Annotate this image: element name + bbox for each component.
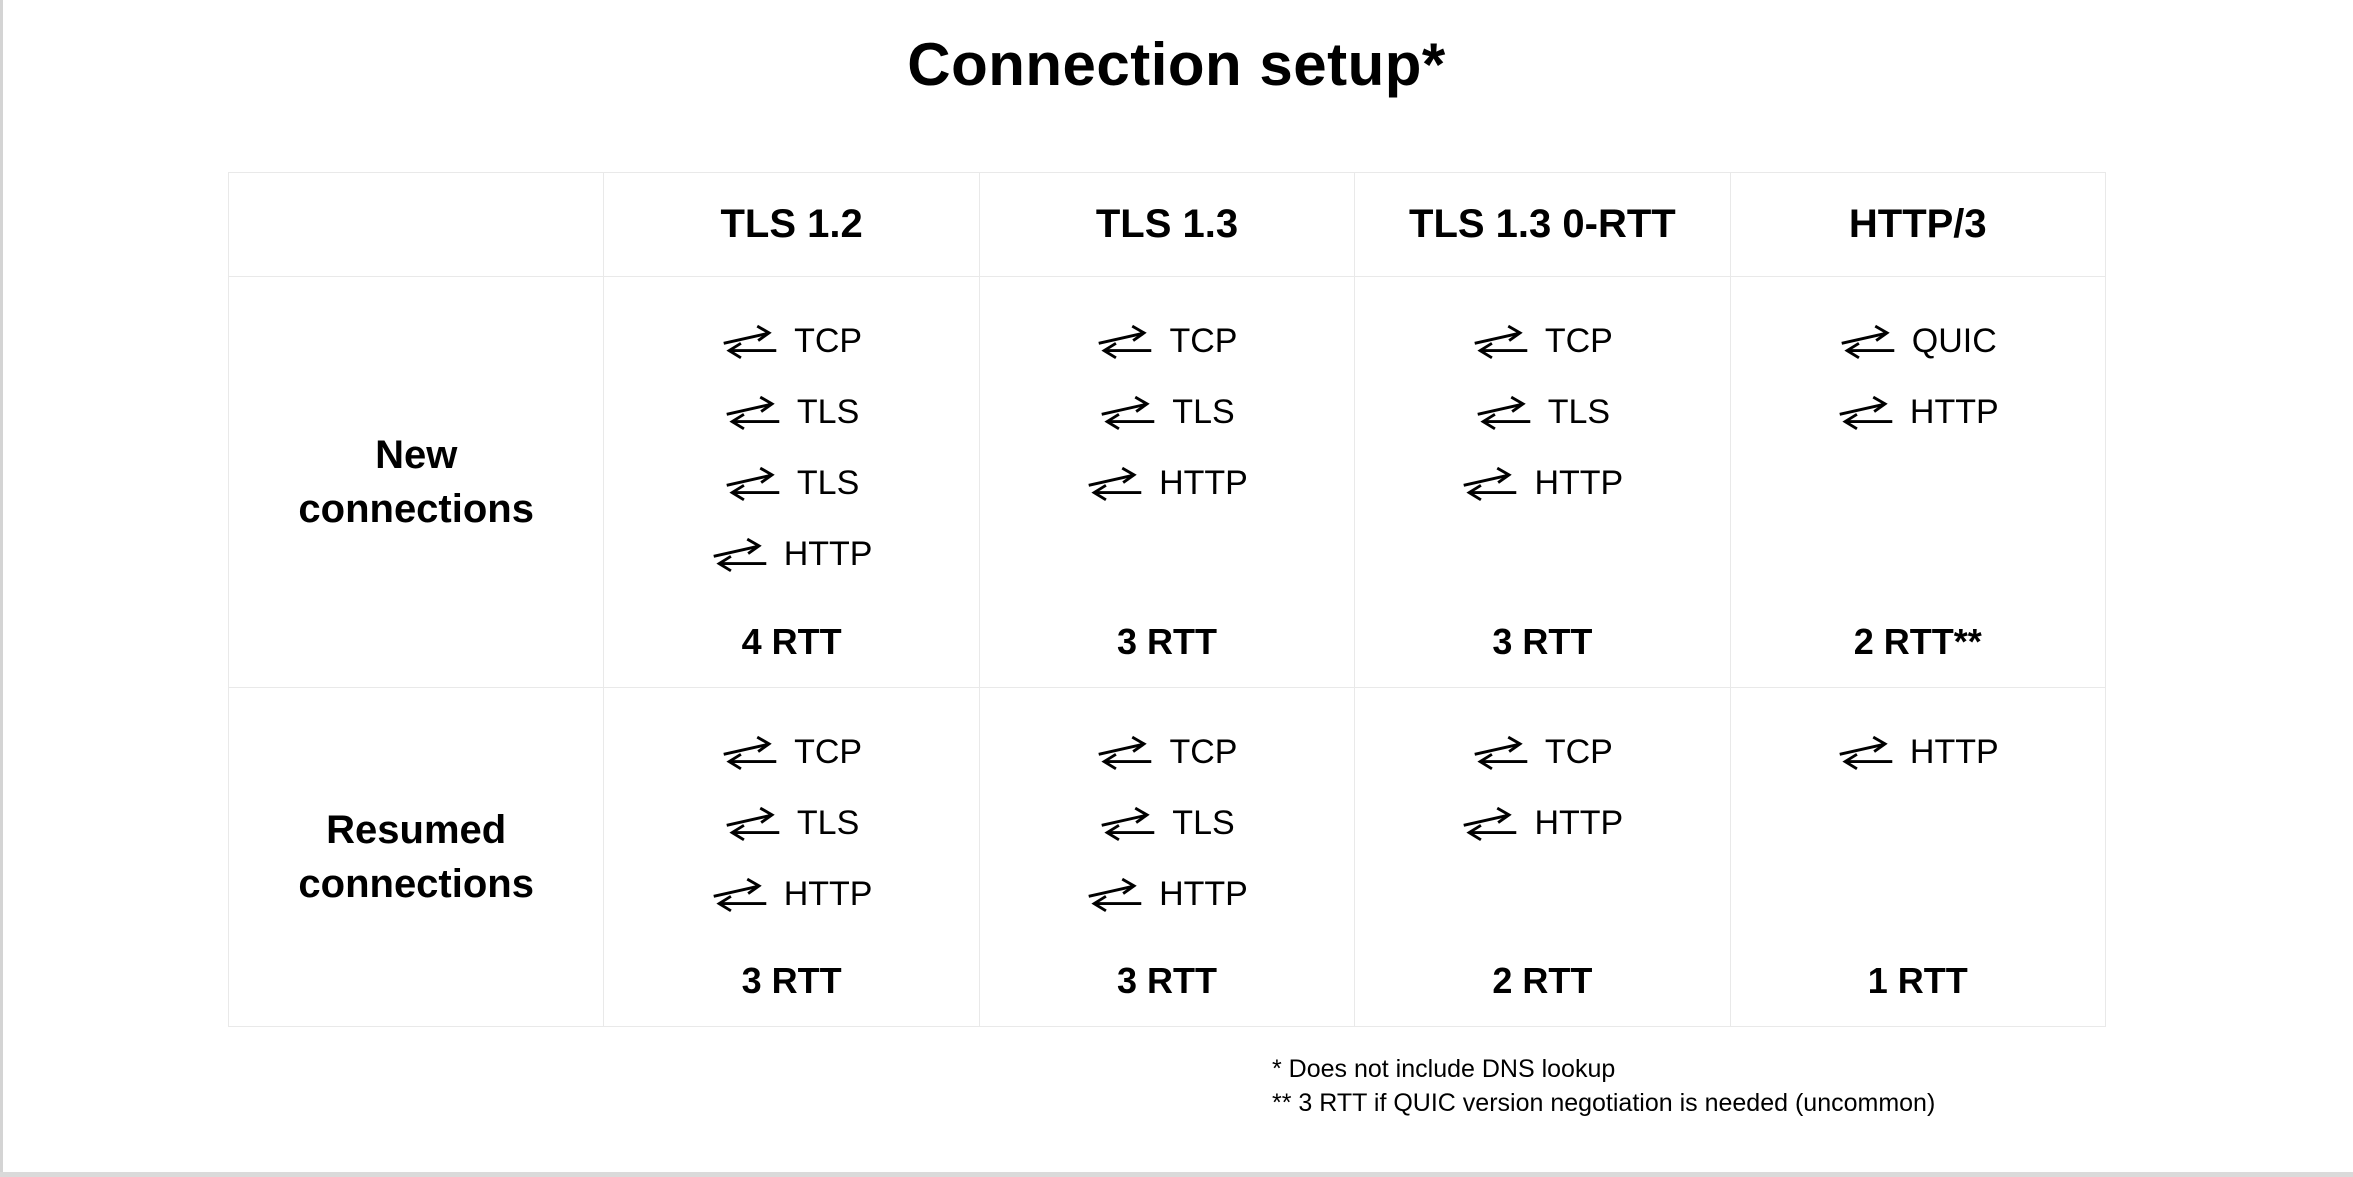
- handshake-step: TLS: [724, 803, 859, 843]
- round-trip-arrows-icon: [1463, 466, 1517, 501]
- rtt-total-label: 1 RTT: [1867, 960, 1968, 1001]
- round-trip-arrows-icon: [1474, 324, 1528, 359]
- footnote-quic-negotiation: ** 3 RTT if QUIC version negotiation is …: [1272, 1089, 1936, 1117]
- protocol-label: HTTP: [1534, 464, 1624, 502]
- round-trip-arrows-icon: [1477, 395, 1530, 430]
- protocol-label: HTTP: [1159, 875, 1248, 913]
- round-trip-arrows-icon: [1841, 324, 1895, 359]
- handshake-step: TCP: [1096, 732, 1237, 772]
- page-title: Connection setup*: [907, 31, 1446, 98]
- rtt-total-label: 2 RTT: [1492, 960, 1593, 1001]
- table-row-new-connections: New connections TCP TLS TLS HTTP 4 RTT TCP TL…: [227, 276, 2107, 688]
- cell-new-tls13: TCP TLS HTTP 3 RTT: [980, 277, 1354, 687]
- rtt-total-label: 2 RTT**: [1853, 621, 1982, 662]
- round-trip-arrows-icon: [1098, 735, 1152, 770]
- protocol-label: TCP: [1169, 733, 1238, 771]
- round-trip-arrows-icon: [1101, 395, 1155, 430]
- protocol-label: TLS: [796, 804, 860, 842]
- handshake-step: HTTP: [1086, 463, 1248, 503]
- handshake-step: HTTP: [1461, 463, 1623, 503]
- protocol-label: HTTP: [783, 875, 873, 913]
- handshake-step: TLS: [724, 392, 859, 432]
- protocol-label: HTTP: [1159, 464, 1248, 502]
- rtt-total-label: 3 RTT: [1116, 960, 1217, 1001]
- row-label-new-connections: New connections: [298, 433, 534, 531]
- protocol-label: TCP: [1169, 322, 1238, 360]
- cell-resumed-http3: HTTP 1 RTT: [1731, 688, 2105, 1026]
- round-trip-arrows-icon: [713, 537, 766, 572]
- protocol-label: TLS: [1172, 804, 1235, 842]
- handshake-step: TCP: [1096, 321, 1237, 361]
- round-trip-arrows-icon: [726, 466, 780, 501]
- handshake-step: TLS: [1475, 392, 1610, 432]
- handshake-step: TLS: [724, 463, 859, 503]
- table-header-row: TLS 1.2 TLS 1.3 TLS 1.3 0-RTT HTTP/3: [227, 172, 2107, 277]
- protocol-label: TLS: [1172, 393, 1235, 431]
- slide-left-edge-divider: [0, 0, 3, 1177]
- round-trip-arrows-icon: [1098, 324, 1152, 359]
- handshake-step: HTTP: [1837, 392, 1999, 432]
- handshake-step: QUIC: [1839, 321, 1997, 361]
- handshake-step: HTTP: [1461, 803, 1623, 843]
- round-trip-arrows-icon: [713, 877, 766, 912]
- round-trip-arrows-icon: [1463, 806, 1517, 841]
- cell-new-tls13-0rtt: TCP TLS HTTP 3 RTT: [1355, 277, 1729, 687]
- column-header-tls13-0rtt: TLS 1.3 0-RTT: [1354, 172, 1731, 277]
- handshake-step: HTTP: [1837, 732, 1999, 772]
- protocol-label: TCP: [794, 322, 863, 360]
- rtt-total-label: 4 RTT: [741, 621, 842, 662]
- handshake-step: TCP: [1472, 321, 1613, 361]
- connection-setup-table: TLS 1.2 TLS 1.3 TLS 1.3 0-RTT HTTP/3 New…: [227, 172, 2107, 1027]
- protocol-label: QUIC: [1911, 322, 1997, 360]
- round-trip-arrows-icon: [723, 735, 777, 770]
- column-header-tls12: TLS 1.2: [603, 172, 980, 277]
- protocol-label: HTTP: [1534, 804, 1624, 842]
- handshake-step: TCP: [721, 321, 862, 361]
- handshake-step: HTTP: [711, 874, 873, 914]
- handshake-step: TCP: [721, 732, 862, 772]
- column-header-tls13: TLS 1.3: [978, 172, 1356, 277]
- cell-new-tls12: TCP TLS TLS HTTP 4 RTT: [604, 277, 978, 687]
- rtt-total-label: 3 RTT: [741, 960, 842, 1001]
- round-trip-arrows-icon: [1839, 395, 1893, 430]
- rtt-total-label: 3 RTT: [1492, 621, 1593, 662]
- protocol-label: TLS: [796, 464, 860, 502]
- protocol-label: TLS: [1547, 393, 1611, 431]
- rtt-total-label: 3 RTT: [1116, 621, 1217, 662]
- round-trip-arrows-icon: [1101, 806, 1155, 841]
- round-trip-arrows-icon: [1088, 466, 1142, 501]
- round-trip-arrows-icon: [723, 324, 777, 359]
- protocol-label: HTTP: [1909, 733, 1999, 771]
- column-header-empty: [227, 172, 605, 277]
- footnotes: * Does not include DNS lookup ** 3 RTT i…: [1272, 1052, 1935, 1120]
- protocol-label: TLS: [796, 393, 860, 431]
- round-trip-arrows-icon: [1474, 735, 1528, 770]
- round-trip-arrows-icon: [726, 806, 780, 841]
- column-header-http3: HTTP/3: [1729, 172, 2107, 277]
- round-trip-arrows-icon: [1839, 735, 1893, 770]
- round-trip-arrows-icon: [1088, 877, 1142, 912]
- cell-resumed-tls13-0rtt: TCP HTTP 2 RTT: [1355, 688, 1729, 1026]
- handshake-step: TCP: [1472, 732, 1613, 772]
- protocol-label: HTTP: [1909, 393, 1999, 431]
- protocol-label: HTTP: [783, 535, 873, 573]
- handshake-step: HTTP: [711, 534, 873, 574]
- protocol-label: TCP: [1544, 733, 1613, 771]
- cell-resumed-tls12: TCP TLS HTTP 3 RTT: [604, 688, 978, 1026]
- protocol-label: TCP: [1544, 322, 1613, 360]
- footnote-dns: * Does not include DNS lookup: [1272, 1055, 1616, 1083]
- handshake-step: TLS: [1099, 392, 1235, 432]
- handshake-step: HTTP: [1086, 874, 1248, 914]
- slide-bottom-edge-divider: [0, 1172, 2353, 1177]
- protocol-label: TCP: [794, 733, 863, 771]
- cell-new-http3: QUIC HTTP 2 RTT**: [1731, 277, 2105, 687]
- handshake-step: TLS: [1099, 803, 1235, 843]
- cell-resumed-tls13: TCP TLS HTTP 3 RTT: [980, 688, 1354, 1026]
- row-label-resumed-connections: Resumed connections: [298, 808, 534, 906]
- round-trip-arrows-icon: [726, 395, 780, 430]
